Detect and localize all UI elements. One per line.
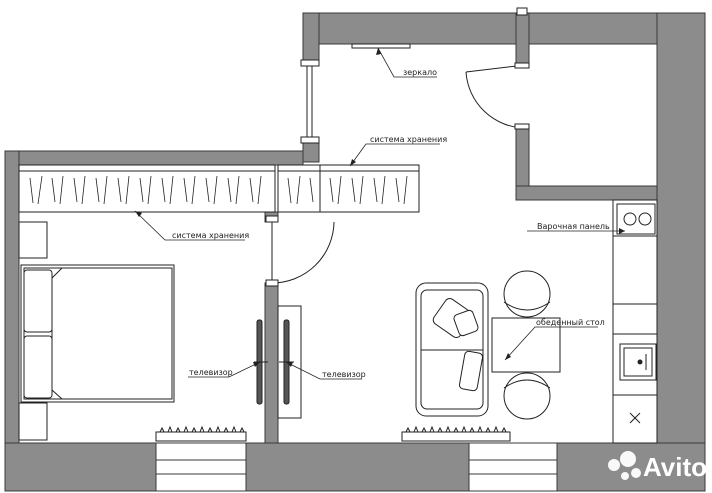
sofa — [415, 282, 489, 417]
label-dining-table: обеденный стол — [536, 318, 605, 327]
window-left — [155, 442, 247, 492]
label-tv-left: телевизор — [189, 368, 233, 377]
label-storage-top: система хранения — [370, 135, 447, 144]
bedroom — [18, 221, 175, 441]
walls — [4, 12, 706, 492]
pillow-top — [23, 269, 53, 333]
wall-bath-partition-upper — [515, 12, 530, 66]
pillow-bottom — [23, 335, 53, 399]
label-mirror: зеркало — [403, 68, 437, 77]
duvet — [51, 267, 173, 400]
label-storage-bottom: система хранения — [172, 231, 249, 240]
wall-bath-right — [656, 12, 706, 492]
chair-top — [503, 270, 551, 318]
avito-watermark: Avito — [608, 451, 707, 482]
doors — [265, 7, 530, 287]
label-cooktop: Варочная панель — [537, 222, 610, 231]
window-right — [468, 442, 558, 492]
storage-left — [18, 164, 276, 213]
avito-wordmark: Avito — [643, 452, 707, 482]
storage-right — [277, 164, 420, 213]
wall-partition-lower — [264, 282, 279, 444]
wall-main-bottom-left — [4, 442, 157, 492]
leader-lines — [134, 47, 625, 380]
dining-set — [491, 270, 561, 420]
windows — [155, 442, 558, 492]
wall-bath-top — [302, 12, 706, 45]
wall-bath-partition-lower — [515, 127, 530, 195]
wall-main-bottom-mid — [245, 442, 470, 492]
leader-arrows — [135, 48, 625, 367]
tv-area — [254, 305, 302, 419]
window-plants — [155, 425, 511, 442]
nightstand-bottom — [18, 402, 48, 441]
mirror — [351, 43, 411, 49]
label-tv-right: телевизор — [322, 370, 366, 379]
chair-bottom — [503, 372, 551, 420]
wall-bath-bottom — [515, 185, 658, 201]
nightstand-top — [18, 221, 48, 259]
avito-dots-icon — [608, 451, 641, 480]
wall-bath-left — [302, 12, 320, 66]
wall-main-left — [4, 150, 20, 492]
wall-main-bottom-right — [556, 442, 706, 492]
wall-main-top — [4, 150, 304, 166]
kitchen-counter — [612, 199, 658, 444]
